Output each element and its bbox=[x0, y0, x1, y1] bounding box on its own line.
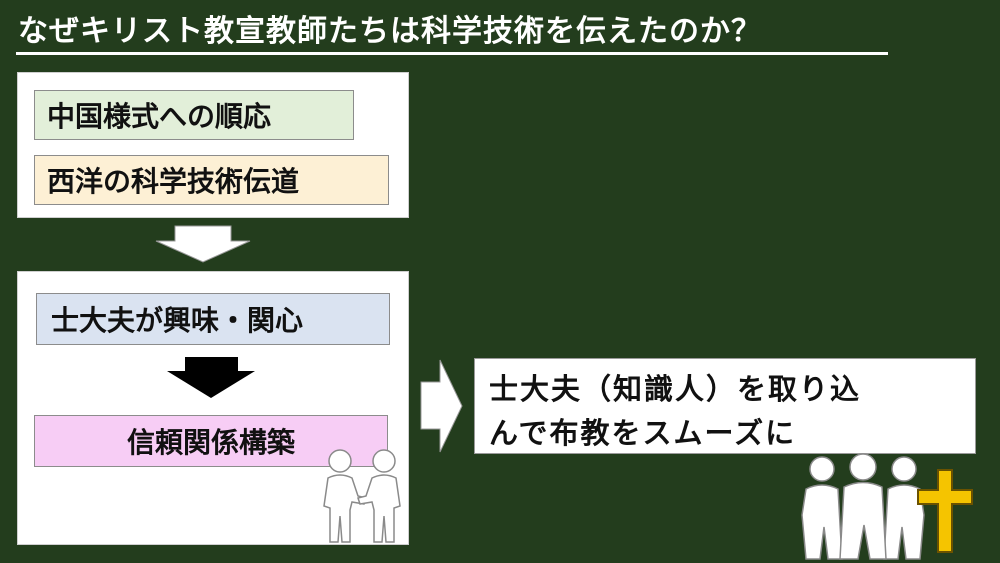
cross-icon bbox=[917, 469, 973, 553]
result-line-1: 士大夫（知識人）を取り込 bbox=[489, 372, 862, 406]
group-people-icon bbox=[801, 453, 925, 560]
box-western-science: 西洋の科学技術伝道 bbox=[34, 155, 389, 205]
page-title: なぜキリスト教宣教師たちは科学技術を伝えたのか？ bbox=[18, 14, 762, 49]
box-chinese-style: 中国様式への順応 bbox=[34, 90, 354, 140]
box-chinese-style-label: 中国様式への順応 bbox=[47, 100, 272, 133]
box-western-science-label: 西洋の科学技術伝道 bbox=[47, 165, 300, 198]
box-scholar-interest-label: 士大夫が興味・関心 bbox=[51, 304, 304, 337]
box-scholar-interest: 士大夫が興味・関心 bbox=[36, 293, 390, 345]
panel-top: 中国様式への順応 西洋の科学技術伝道 bbox=[17, 72, 409, 218]
box-trust-building-label: 信頼関係構築 bbox=[126, 426, 295, 459]
result-line-2: んで布教をスムーズに bbox=[489, 416, 797, 450]
handshake-people-icon bbox=[323, 449, 401, 543]
title-underline bbox=[16, 52, 888, 55]
result-box: 士大夫（知識人）を取り込 んで布教をスムーズに bbox=[474, 358, 976, 454]
